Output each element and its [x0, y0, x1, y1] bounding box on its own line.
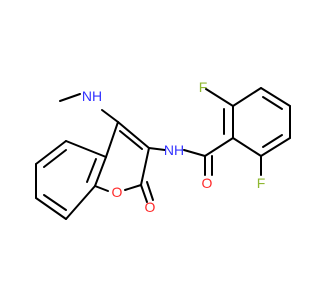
bond-c2-carbonyl-b	[146, 181, 154, 201]
bond-c7-c8-inner	[43, 194, 67, 211]
bond-c3-c2	[140, 147, 150, 186]
bond-c4-c3-inner	[119, 130, 143, 150]
structure-canvas: NH NH O O O F F	[0, 0, 300, 300]
bond-lines	[35, 87, 291, 220]
fluorine-bottom-label: F	[257, 175, 266, 191]
bond-c5-c6-inner	[43, 149, 67, 168]
bond-c2-o1	[124, 184, 142, 191]
bond-c2-carbonyl-a	[140, 184, 148, 203]
bond-carbonyl-c-aryl	[204, 137, 234, 157]
fluorine-top-label: F	[199, 79, 208, 95]
bond-aryl-c3-c4-inner	[262, 96, 283, 110]
bond-aryl-c5-c6	[260, 137, 291, 157]
bond-c5-c6	[35, 140, 67, 165]
bond-c3-amide-n	[148, 147, 166, 151]
bond-c8a-c4a-inner	[86, 158, 97, 183]
bond-aryl-c2-c3	[232, 87, 262, 107]
ring-oxygen-label: O	[112, 184, 123, 200]
bond-c7-c8	[35, 197, 67, 220]
bond-c8a-c4a	[94, 156, 107, 187]
atom-labels: NH NH O O O F F	[82, 79, 265, 215]
bond-c4-c4a	[105, 121, 119, 158]
bond-aryl-c6-c1	[232, 137, 262, 157]
bond-amine-c4	[101, 109, 119, 123]
amine-nh-label: NH	[82, 88, 102, 104]
bond-aryl-c3-c4	[260, 87, 291, 107]
bond-amide-n-carbonyl-c	[183, 149, 206, 157]
bond-c4-c3	[117, 121, 150, 149]
background	[0, 0, 300, 300]
amide-nh-label: NH	[164, 142, 184, 158]
bond-c8-c8a	[65, 185, 96, 220]
amide-carbonyl-oxygen-label: O	[202, 175, 213, 191]
bond-o1-c8a	[94, 185, 109, 192]
bond-c4a-c5	[65, 140, 107, 158]
bond-methyl-amine	[59, 93, 81, 102]
lactone-carbonyl-oxygen-label: O	[145, 199, 156, 215]
bond-aryl-f-top	[205, 88, 234, 107]
bond-aryl-c5-c6-inner	[262, 134, 283, 148]
